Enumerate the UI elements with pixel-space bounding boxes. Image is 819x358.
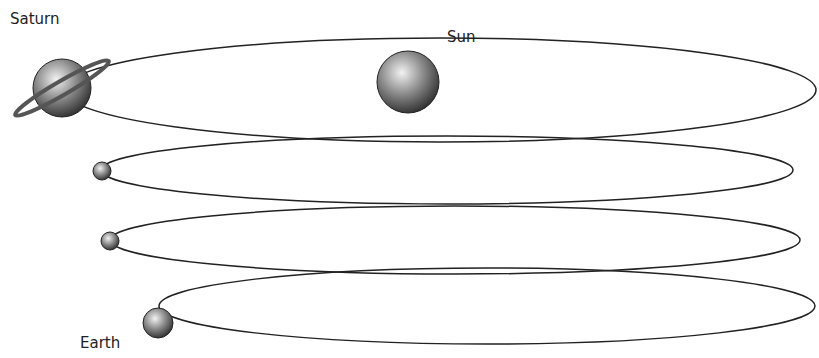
orbit: [101, 136, 793, 204]
earth-planet: [143, 308, 173, 338]
sun-label: Sun: [447, 28, 476, 46]
earth-orbit: [159, 268, 815, 344]
planet: [93, 162, 111, 180]
orbit: [110, 206, 800, 274]
sun-sphere: [377, 51, 439, 113]
planet-label: Saturn: [10, 10, 60, 28]
saturn-orbit: [64, 38, 816, 142]
planet-label: Earth: [80, 334, 120, 352]
saturn-planet: [12, 55, 113, 121]
planet: [101, 232, 119, 250]
